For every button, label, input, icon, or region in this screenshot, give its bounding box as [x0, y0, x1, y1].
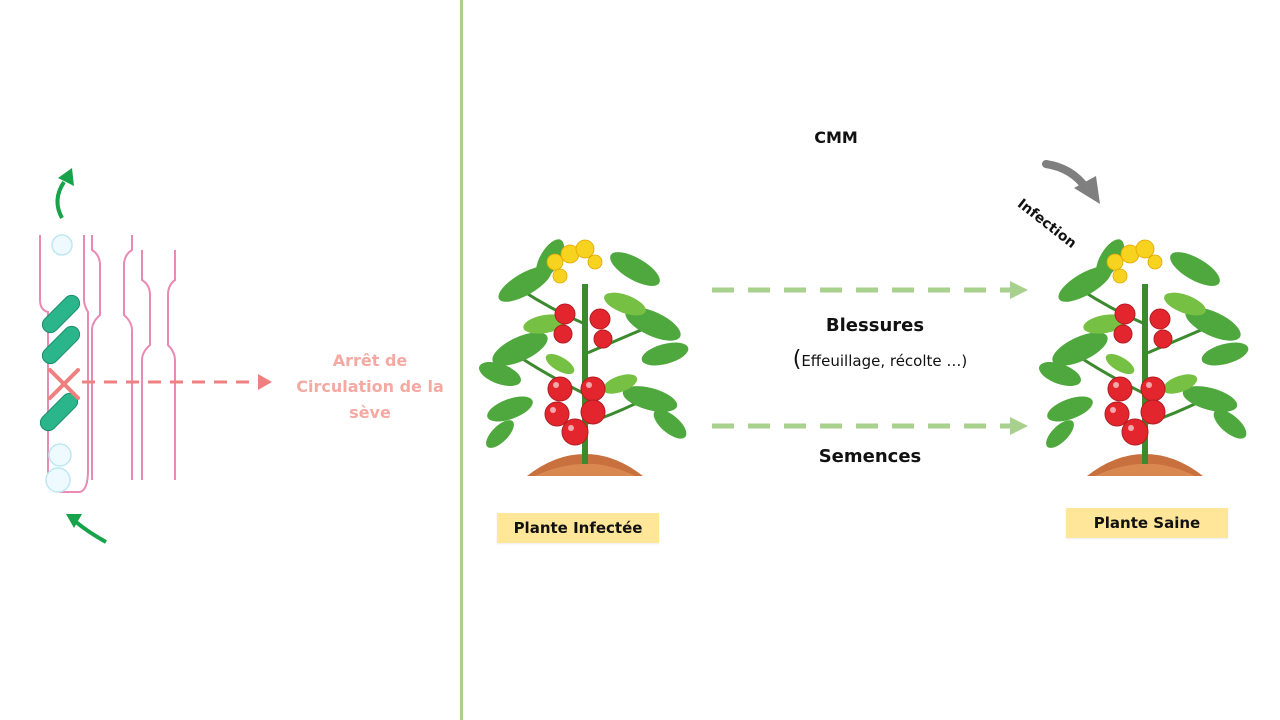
infection-arrowhead [1074, 176, 1100, 204]
xylem-vessel-diagram [39, 168, 272, 544]
vessel-cell-3 [141, 250, 176, 480]
sap-bubble [48, 443, 72, 467]
flow-up-arrow [55, 180, 66, 219]
cmm-label: CMM [814, 128, 858, 147]
blessures-paren: ( [792, 347, 802, 372]
sap-stop-label: Arrêt de Circulation de la sève [290, 348, 450, 426]
flow-in-arrowhead [66, 514, 82, 528]
sap-stop-line-3: sève [349, 403, 391, 422]
semences-label: Semences [818, 446, 922, 467]
infected-plant-label: Plante Infectée [497, 513, 659, 543]
semences-arrowhead [1010, 417, 1028, 435]
sap-stop-line-1: Arrêt de [332, 351, 408, 370]
blessures-detail-text: Effeuillage, récolte …) [801, 352, 968, 370]
flow-in-arrow [74, 520, 107, 544]
sap-bubble [45, 467, 71, 493]
vessel-cell-2 [91, 235, 133, 480]
flow-up-arrowhead [58, 168, 74, 186]
infected-tomato-plant [476, 235, 691, 476]
infection-arrow [1042, 160, 1090, 192]
blessures-arrowhead [1010, 281, 1028, 299]
center-divider [460, 0, 463, 720]
blocked-x-icon [48, 368, 80, 400]
bacterium [41, 325, 81, 365]
healthy-plant-label: Plante Saine [1066, 508, 1228, 538]
sap-stop-arrowhead [258, 374, 272, 390]
sap-stop-line-2: Circulation de la [296, 377, 444, 396]
bacterium [41, 294, 81, 334]
sap-bubble [51, 234, 73, 256]
blessures-label: Blessures [825, 315, 925, 336]
blessures-detail: (Effeuillage, récolte …) [760, 347, 1000, 372]
vessel-cell-1 [39, 235, 89, 493]
healthy-tomato-plant [1036, 235, 1251, 476]
